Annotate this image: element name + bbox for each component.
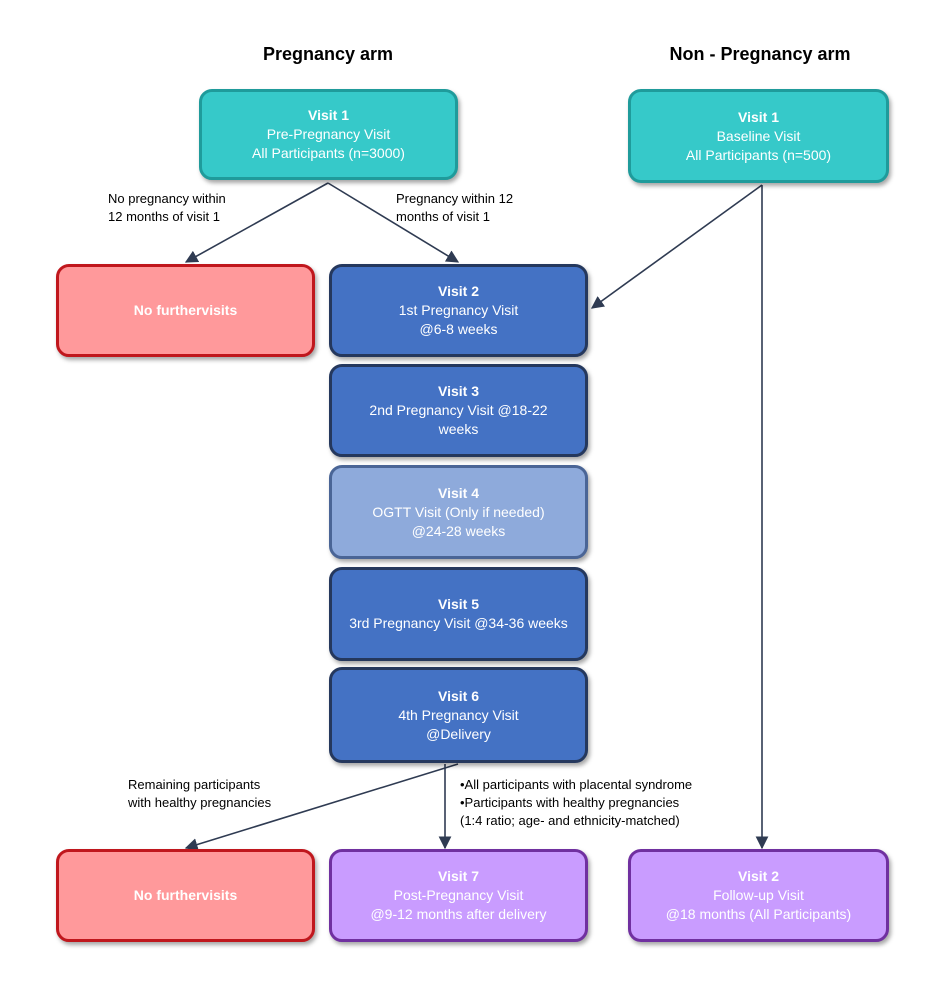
visit4-line2: @24-28 weeks <box>411 522 506 539</box>
no-further-visits-bottom-title: No furthervisits <box>133 887 238 903</box>
non-pregnancy-arm-heading: Non - Pregnancy arm <box>669 44 851 64</box>
visit7-title: Visit 7 <box>438 868 479 884</box>
preg-visit1-title: Visit 1 <box>308 107 349 123</box>
nonpreg-visit1-line2: All Participants (n=500) <box>685 146 832 163</box>
nonpreg-visit1-line1: Baseline Visit <box>716 127 801 144</box>
nonpreg-visit2-box: Visit 2 Follow-up Visit @18 months (All … <box>628 849 889 942</box>
visit5-title: Visit 5 <box>438 596 479 612</box>
visit2-title: Visit 2 <box>438 283 479 299</box>
arrow-baseline-to-v2 <box>590 184 763 309</box>
arrow-v6-to-no-further <box>184 763 459 851</box>
visit4-title: Visit 4 <box>438 484 479 501</box>
visit2-line1: 1st Pregnancy Visit <box>398 302 519 318</box>
visit6-line1: 4th Pregnancy Visit <box>398 706 519 723</box>
nonpreg-visit1-title: Visit 1 <box>738 108 779 125</box>
remaining-participants-label: Remaining participants with healthy preg… <box>128 777 272 810</box>
visit3-line2: weeks <box>438 421 479 437</box>
pregnancy-arm-heading: Pregnancy arm <box>262 44 394 64</box>
visit2-line2: @6-8 weeks <box>419 321 498 337</box>
placental-syndrome-label: •All participants with placental syndrom… <box>460 777 693 828</box>
no-further-visits-bottom-box: No furthervisits <box>56 849 315 942</box>
visit7-box: Visit 7 Post-Pregnancy Visit @9-12 month… <box>329 849 588 942</box>
visit6-line2: @Delivery <box>426 725 491 742</box>
visit3-box: Visit 3 2nd Pregnancy Visit @18-22 weeks <box>329 364 588 457</box>
visit7-line2: @9-12 months after delivery <box>370 906 547 922</box>
nonpreg-visit2-line1: Follow-up Visit <box>713 887 804 903</box>
nonpreg-visit2-title: Visit 2 <box>738 868 779 884</box>
visit5-line1: 3rd Pregnancy Visit @34-36 weeks <box>349 615 568 631</box>
preg-visit1-box: Visit 1 Pre-Pregnancy Visit All Particip… <box>199 89 458 180</box>
visit2-box: Visit 2 1st Pregnancy Visit @6-8 weeks <box>329 264 588 357</box>
visit5-box: Visit 5 3rd Pregnancy Visit @34-36 weeks <box>329 567 588 661</box>
visit4-line1: OGTT Visit (Only if needed) <box>372 503 545 520</box>
no-further-visits-top-box: No furthervisits <box>56 264 315 357</box>
no-further-visits-top-title: No furthervisits <box>133 302 238 318</box>
visit3-line1: 2nd Pregnancy Visit @18-22 <box>369 402 548 418</box>
visit4-box: Visit 4 OGTT Visit (Only if needed) @24-… <box>329 465 588 559</box>
nonpreg-visit1-box: Visit 1 Baseline Visit All Participants … <box>628 89 889 183</box>
visit7-line1: Post-Pregnancy Visit <box>393 887 524 903</box>
pregnancy-within-label: Pregnancy within 12 months of visit 1 <box>396 191 514 224</box>
preg-visit1-line2: All Participants (n=3000) <box>252 145 405 161</box>
nonpreg-visit2-line2: @18 months (All Participants) <box>665 906 852 922</box>
no-pregnancy-label: No pregnancy within 12 months of visit 1 <box>108 191 226 224</box>
visit6-box: Visit 6 4th Pregnancy Visit @Delivery <box>329 667 588 763</box>
arrow-v1-to-no-further <box>184 182 329 263</box>
visit6-title: Visit 6 <box>438 687 479 704</box>
visit3-title: Visit 3 <box>438 383 479 399</box>
arrow-v1-to-v2 <box>327 182 460 263</box>
preg-visit1-line1: Pre-Pregnancy Visit <box>266 126 391 142</box>
